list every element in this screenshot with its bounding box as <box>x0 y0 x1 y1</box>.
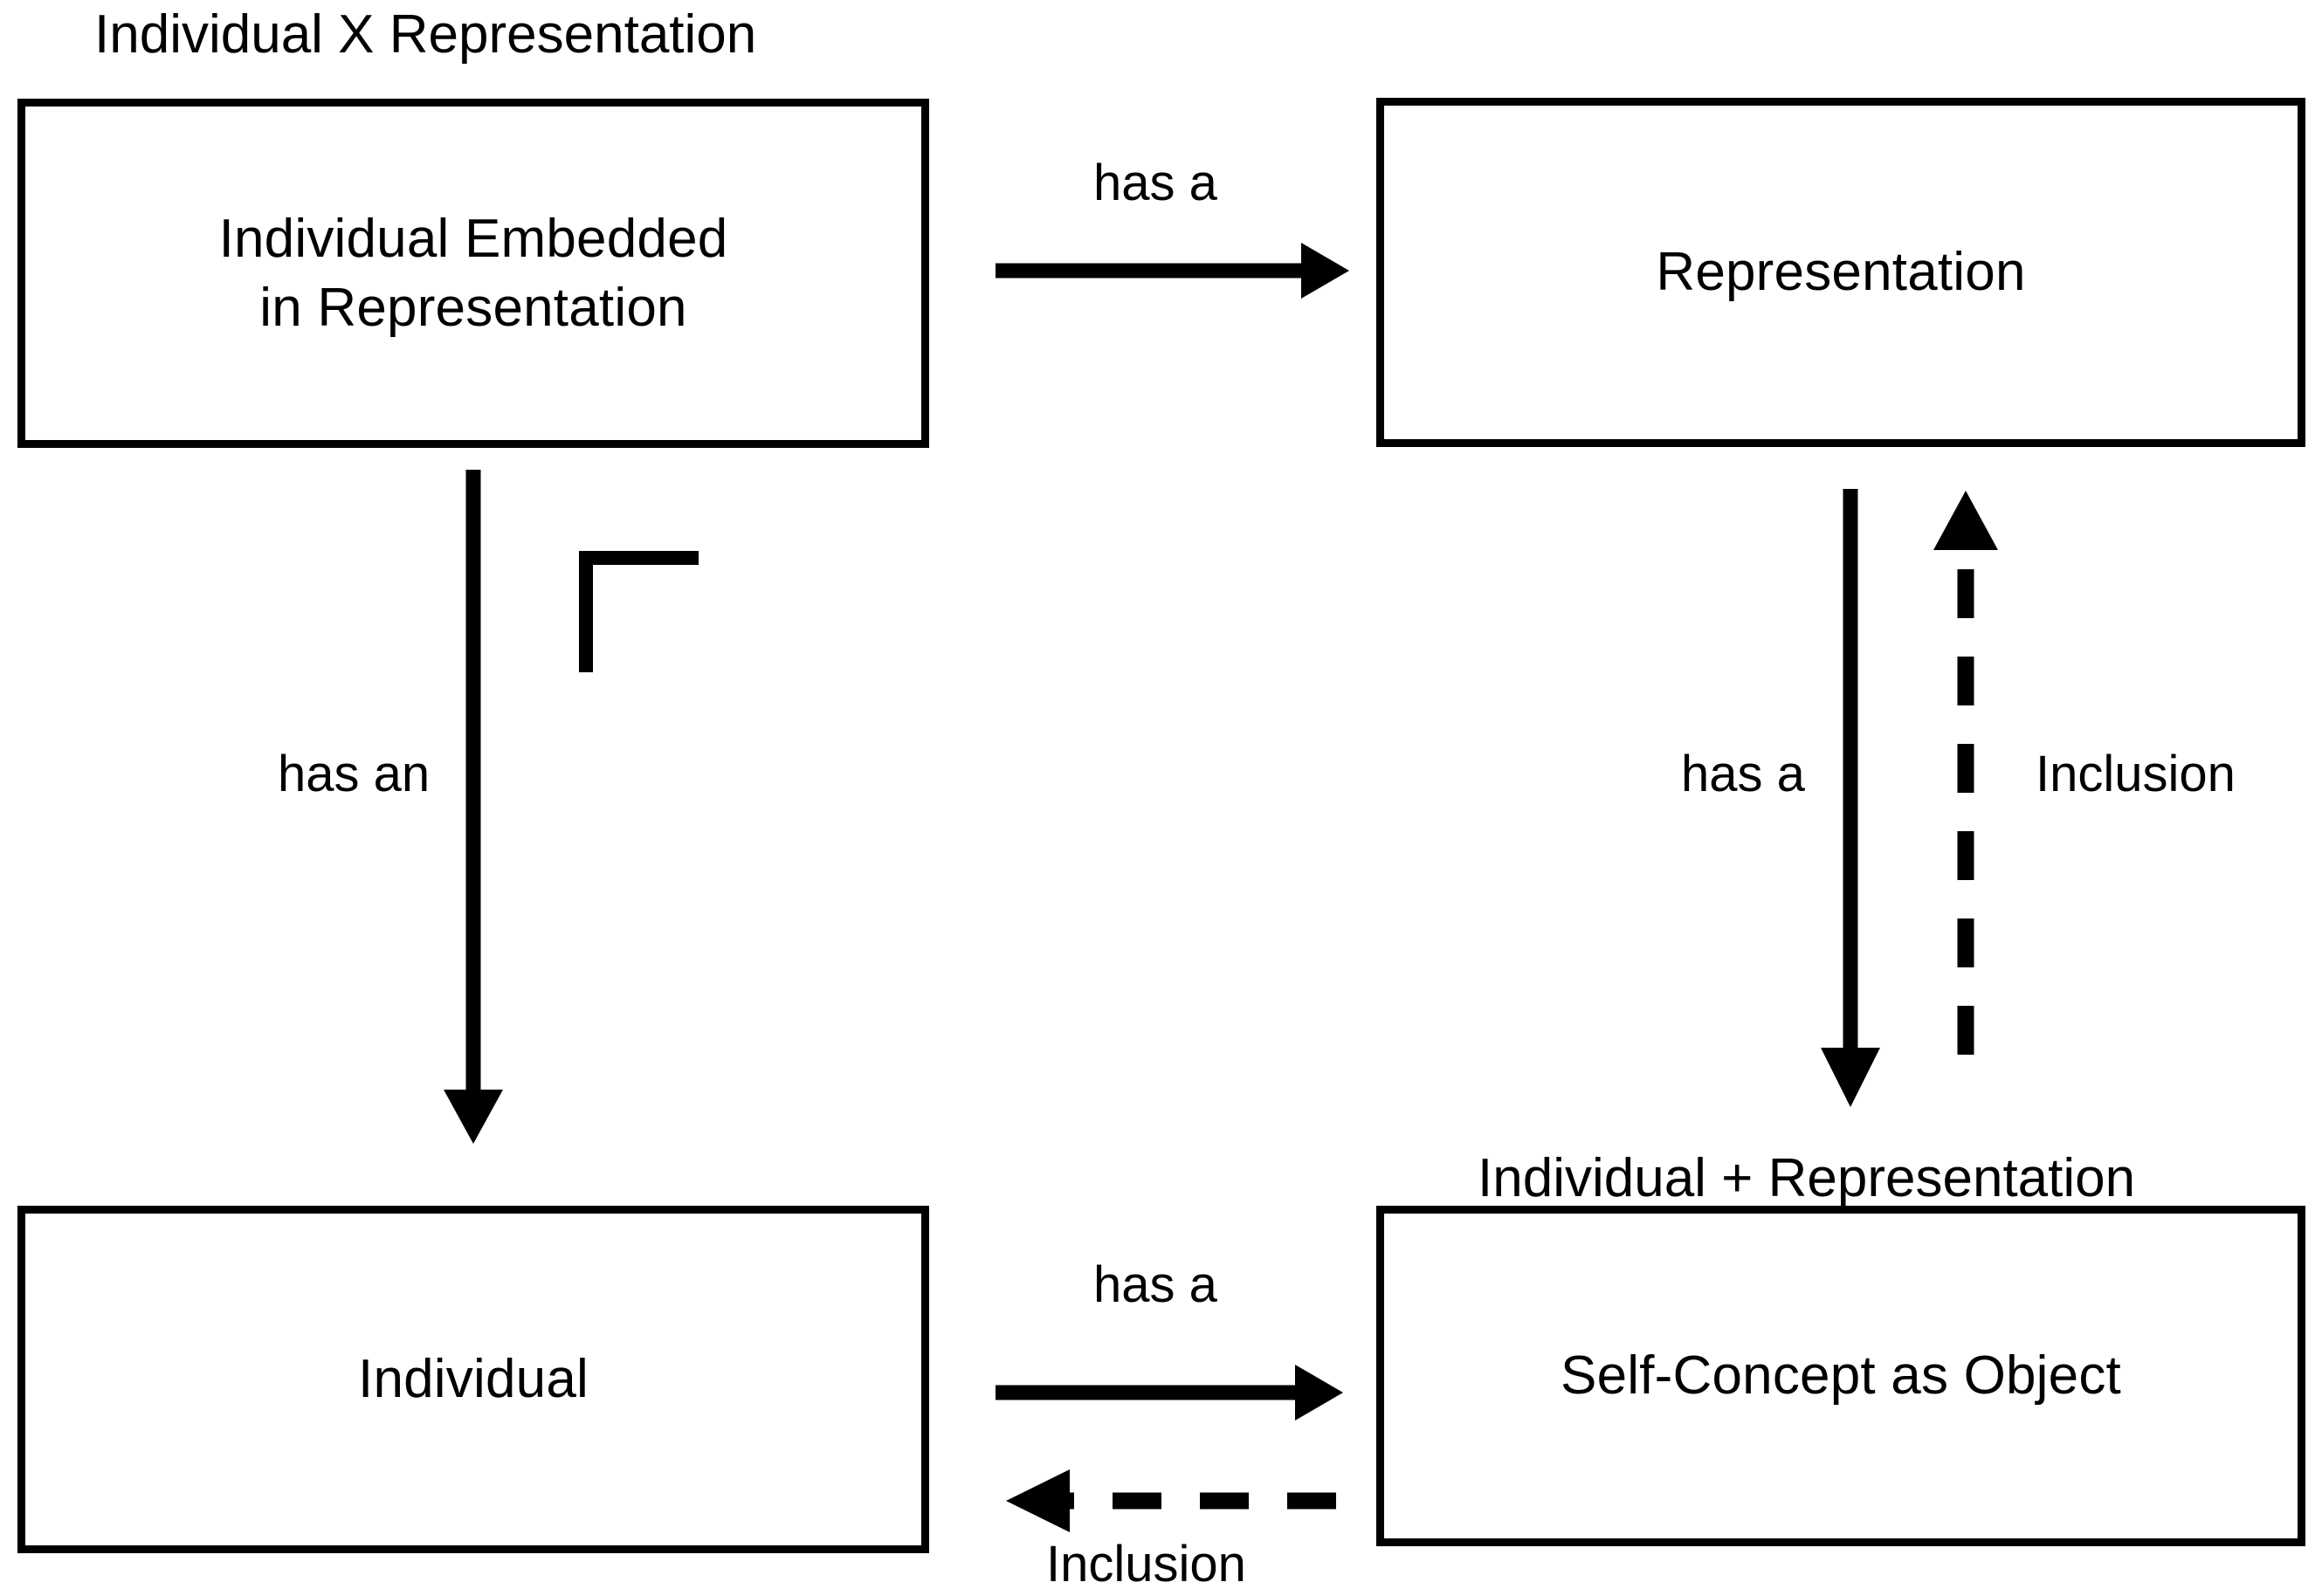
arrow-top-has-a <box>996 243 1349 299</box>
label-individual-plus-representation: Individual + Representation <box>1478 1148 2136 1208</box>
edge-label-left-has-an: has an <box>278 746 431 802</box>
edge-label-right-inclusion: Inclusion <box>2036 746 2236 802</box>
arrow-bottom-has-a <box>996 1365 1343 1421</box>
title-individual-x-representation: Individual X Representation <box>94 4 757 65</box>
edge-label-bottom-inclusion: Inclusion <box>1046 1536 1246 1593</box>
node-label-self-concept-as-object: Self-Concept as Object <box>1561 1345 2121 1407</box>
arrow-bottom-inclusion <box>1006 1469 1336 1532</box>
node-label-representation: Representation <box>1656 242 2026 303</box>
edge-label-right-has-a: has a <box>1681 746 1805 802</box>
arrow-right-inclusion <box>1933 491 1998 1055</box>
node-representation[interactable]: Representation <box>1376 98 2305 447</box>
node-individual[interactable]: Individual <box>17 1206 929 1553</box>
node-label-individual-embedded-in-representation: Individual Embedded in Representation <box>218 208 728 338</box>
arrow-left-has-an <box>444 470 503 1144</box>
edge-label-bottom-has-a: has a <box>1093 1256 1217 1313</box>
arrow-right-has-a <box>1821 489 1880 1107</box>
node-label-individual: Individual <box>358 1349 589 1410</box>
corner-bracket-mark <box>579 551 699 672</box>
node-self-concept-as-object[interactable]: Self-Concept as Object <box>1376 1206 2305 1546</box>
node-individual-embedded-in-representation[interactable]: Individual Embedded in Representation <box>17 99 929 448</box>
edge-label-top-has-a: has a <box>1093 155 1217 211</box>
